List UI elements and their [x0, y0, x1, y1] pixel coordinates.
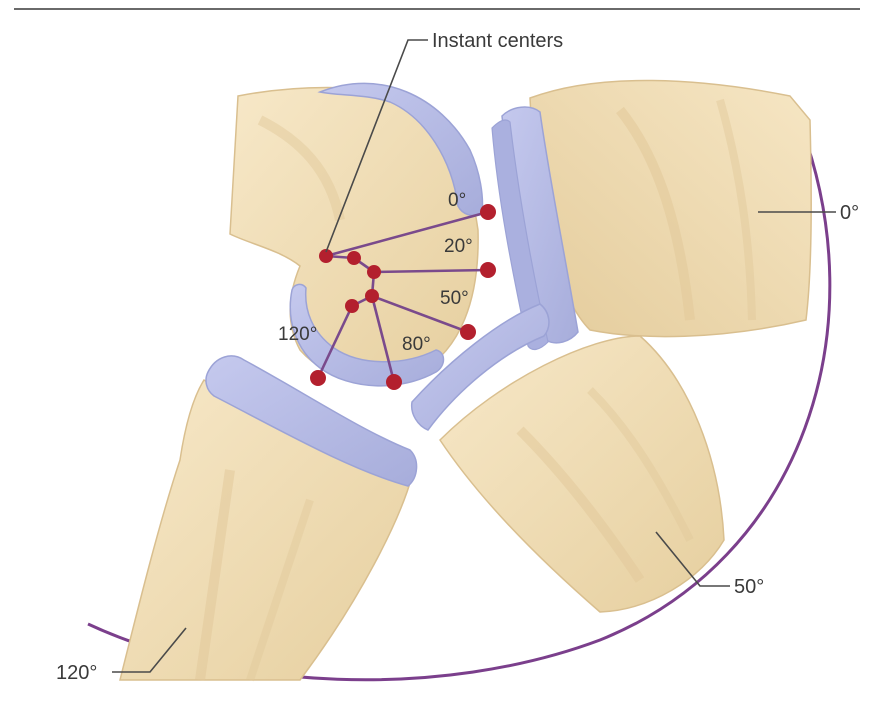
instant-center-dot [480, 262, 496, 278]
femur [230, 83, 483, 385]
instant-center-dot [460, 324, 476, 340]
instant-center-dot [347, 251, 361, 265]
instant-center-angle-80: 80° [402, 334, 431, 355]
instant-center-dot [345, 299, 359, 313]
instant-center-dot [386, 374, 402, 390]
instant-center-angle-120: 120° [278, 324, 317, 345]
instant-center-dot [480, 204, 496, 220]
instant-center-dot [310, 370, 326, 386]
instant-center-dot [367, 265, 381, 279]
instant-center-angle-50: 50° [440, 288, 469, 309]
tibia-120-label: 120° [56, 662, 97, 684]
tibia-50-degrees [412, 304, 724, 612]
tibia-50-label: 50° [734, 576, 764, 598]
instant-center-dot [365, 289, 379, 303]
tibia-120-degrees [120, 356, 417, 680]
instant-center-angle-20: 20° [444, 236, 473, 257]
instant-centers-label: Instant centers [432, 30, 563, 52]
tibia-0-label: 0° [840, 202, 859, 224]
instant-center-angle-0: 0° [448, 190, 466, 211]
